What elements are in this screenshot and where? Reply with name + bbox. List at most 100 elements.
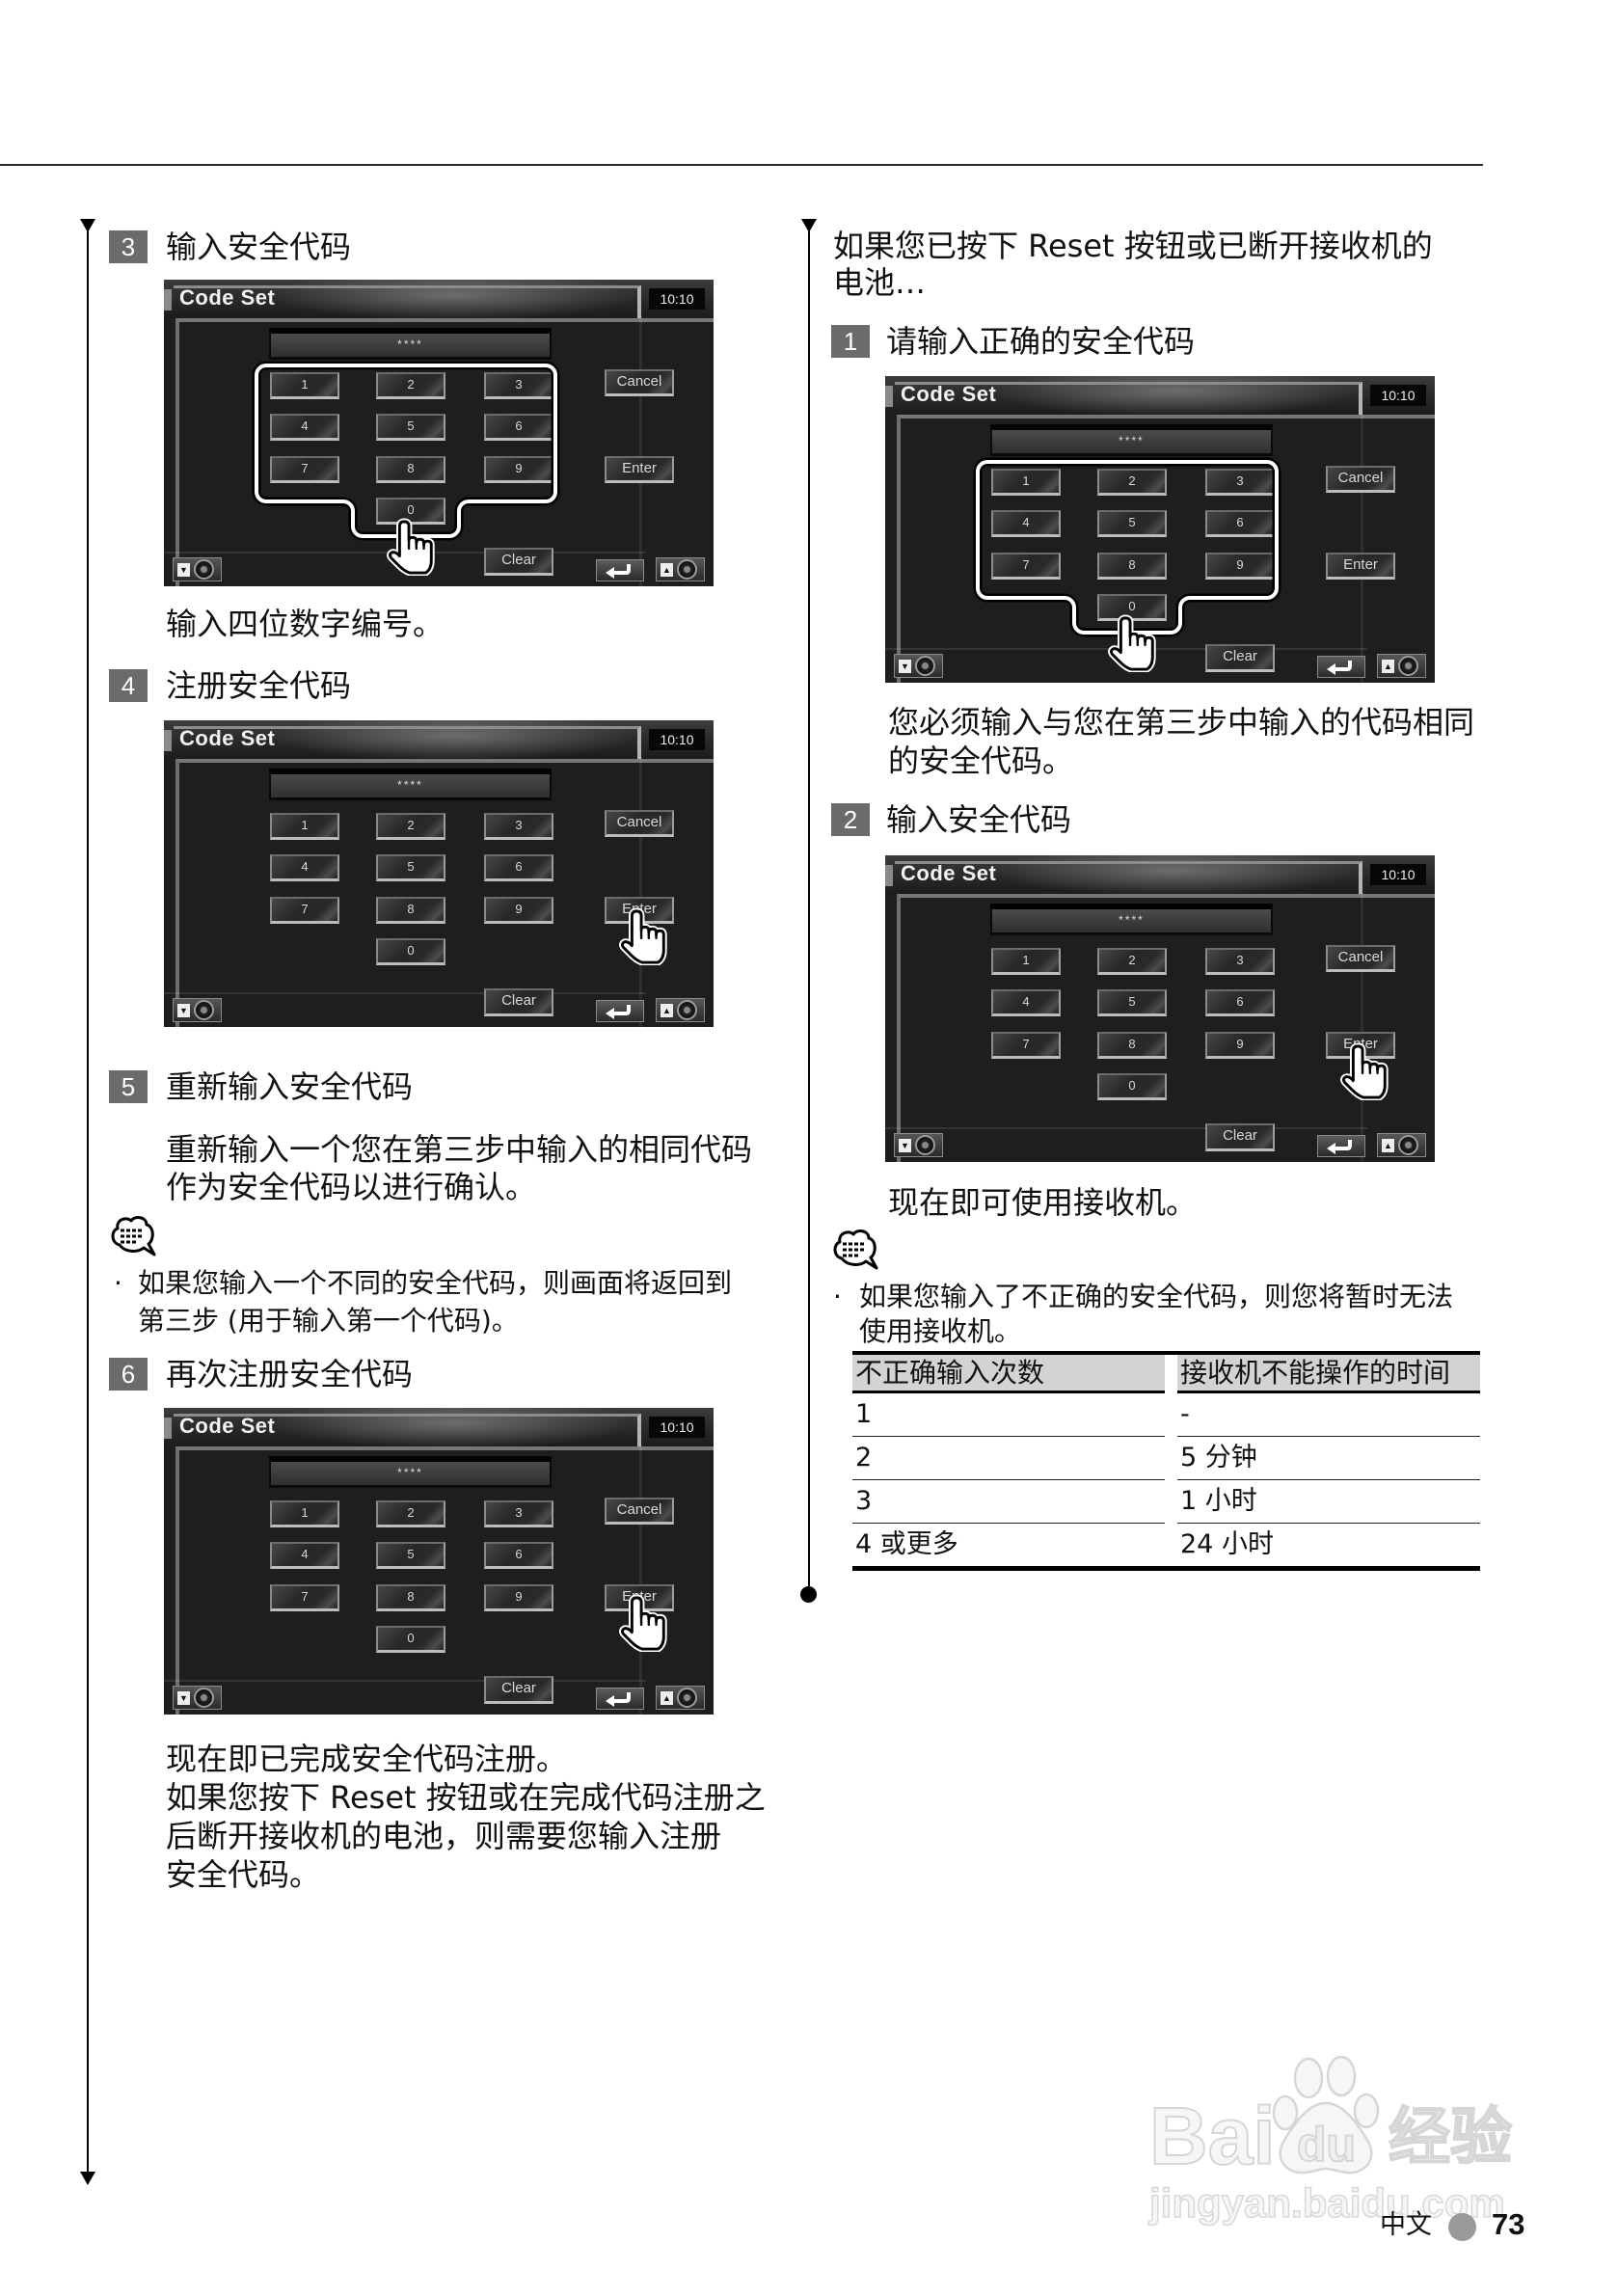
key-1[interactable]: 1 bbox=[991, 948, 1061, 975]
screen-title: Code Set bbox=[179, 726, 276, 750]
key-6[interactable]: 6 bbox=[484, 414, 553, 441]
key-8[interactable]: 8 bbox=[376, 897, 445, 924]
enter-button[interactable]: Enter bbox=[1326, 1032, 1395, 1059]
key-2[interactable]: 2 bbox=[1097, 469, 1167, 496]
key-8[interactable]: 8 bbox=[1097, 553, 1167, 580]
key-7[interactable]: 7 bbox=[270, 456, 339, 483]
key-0[interactable]: 0 bbox=[376, 498, 445, 525]
inner-frame bbox=[175, 318, 714, 586]
key-7[interactable]: 7 bbox=[270, 897, 339, 924]
enter-button[interactable]: Enter bbox=[1326, 553, 1395, 580]
key-0[interactable]: 0 bbox=[376, 938, 445, 965]
key-6[interactable]: 6 bbox=[484, 854, 553, 881]
volume-down-button[interactable]: ▼ bbox=[173, 998, 222, 1022]
key-4[interactable]: 4 bbox=[270, 1542, 339, 1569]
key-5[interactable]: 5 bbox=[1097, 989, 1167, 1016]
clear-button[interactable]: Clear bbox=[484, 988, 553, 1016]
return-button[interactable] bbox=[596, 1000, 644, 1022]
key-2[interactable]: 2 bbox=[1097, 948, 1167, 975]
enter-button[interactable]: Enter bbox=[605, 456, 674, 483]
key-6[interactable]: 6 bbox=[484, 1542, 553, 1569]
enter-button[interactable]: Enter bbox=[605, 897, 674, 924]
return-button[interactable] bbox=[596, 559, 644, 581]
enter-button[interactable]: Enter bbox=[605, 1584, 674, 1611]
volume-down-button[interactable]: ▼ bbox=[173, 1686, 222, 1710]
clear-button[interactable]: Clear bbox=[1205, 644, 1275, 672]
table-cell: 24 小时 bbox=[1180, 1529, 1274, 1559]
key-3[interactable]: 3 bbox=[1205, 948, 1275, 975]
key-9[interactable]: 9 bbox=[484, 897, 553, 924]
speaker-icon bbox=[194, 559, 214, 580]
volume-up-button[interactable]: ▲ bbox=[1377, 654, 1426, 678]
step-description-line: 后断开接收机的电池，则需要您输入注册 bbox=[166, 1818, 722, 1854]
key-9[interactable]: 9 bbox=[484, 1584, 553, 1611]
clock: 10:10 bbox=[1370, 385, 1426, 406]
return-button[interactable] bbox=[596, 1688, 644, 1710]
key-2[interactable]: 2 bbox=[376, 372, 445, 399]
key-5[interactable]: 5 bbox=[1097, 510, 1167, 537]
key-3[interactable]: 3 bbox=[484, 1500, 553, 1527]
key-9[interactable]: 9 bbox=[1205, 1032, 1275, 1059]
triangle-up-icon: ▲ bbox=[661, 563, 673, 577]
return-button[interactable] bbox=[1317, 656, 1365, 678]
key-3[interactable]: 3 bbox=[1205, 469, 1275, 496]
key-1[interactable]: 1 bbox=[270, 1500, 339, 1527]
key-7[interactable]: 7 bbox=[991, 1032, 1061, 1059]
volume-down-button[interactable]: ▼ bbox=[894, 654, 943, 678]
volume-down-button[interactable]: ▼ bbox=[173, 557, 222, 581]
key-0[interactable]: 0 bbox=[376, 1626, 445, 1653]
key-8[interactable]: 8 bbox=[1097, 1032, 1167, 1059]
key-8[interactable]: 8 bbox=[376, 1584, 445, 1611]
triangle-up-icon: ▲ bbox=[661, 1004, 673, 1017]
key-1[interactable]: 1 bbox=[270, 813, 339, 840]
key-4[interactable]: 4 bbox=[991, 510, 1061, 537]
step-description-line: 安全代码。 bbox=[166, 1856, 321, 1893]
title-tab-marker bbox=[885, 386, 893, 407]
key-3[interactable]: 3 bbox=[484, 813, 553, 840]
key-1[interactable]: 1 bbox=[991, 469, 1061, 496]
key-4[interactable]: 4 bbox=[270, 854, 339, 881]
key-4[interactable]: 4 bbox=[991, 989, 1061, 1016]
key-6[interactable]: 6 bbox=[1205, 989, 1275, 1016]
volume-up-button[interactable]: ▲ bbox=[1377, 1133, 1426, 1157]
step-description-line: 现在即可使用接收机。 bbox=[888, 1184, 1198, 1221]
clear-button[interactable]: Clear bbox=[1205, 1123, 1275, 1151]
cancel-button[interactable]: Cancel bbox=[605, 1498, 674, 1525]
title-frame bbox=[174, 726, 641, 760]
key-9[interactable]: 9 bbox=[1205, 553, 1275, 580]
volume-down-button[interactable]: ▼ bbox=[894, 1133, 943, 1157]
volume-up-button[interactable]: ▲ bbox=[656, 1686, 705, 1710]
key-9[interactable]: 9 bbox=[484, 456, 553, 483]
key-5[interactable]: 5 bbox=[376, 414, 445, 441]
cancel-button[interactable]: Cancel bbox=[1326, 466, 1395, 493]
key-6[interactable]: 6 bbox=[1205, 510, 1275, 537]
clear-button[interactable]: Clear bbox=[484, 548, 553, 576]
key-0[interactable]: 0 bbox=[1097, 1073, 1167, 1100]
volume-up-button[interactable]: ▲ bbox=[656, 557, 705, 581]
clear-button[interactable]: Clear bbox=[484, 1676, 553, 1704]
key-5[interactable]: 5 bbox=[376, 1542, 445, 1569]
table-bottom-rule bbox=[852, 1566, 1480, 1571]
key-4[interactable]: 4 bbox=[270, 414, 339, 441]
step-title: 请输入正确的安全代码 bbox=[886, 323, 1196, 360]
key-7[interactable]: 7 bbox=[270, 1584, 339, 1611]
cancel-button[interactable]: Cancel bbox=[605, 810, 674, 837]
cancel-button[interactable]: Cancel bbox=[1326, 945, 1395, 972]
inner-frame bbox=[175, 759, 714, 1027]
key-2[interactable]: 2 bbox=[376, 1500, 445, 1527]
return-arrow-icon bbox=[597, 560, 643, 581]
cancel-button[interactable]: Cancel bbox=[605, 369, 674, 396]
key-5[interactable]: 5 bbox=[376, 854, 445, 881]
table-cell: 3 bbox=[852, 1480, 1165, 1524]
key-0[interactable]: 0 bbox=[1097, 594, 1167, 621]
volume-up-button[interactable]: ▲ bbox=[656, 998, 705, 1022]
key-3[interactable]: 3 bbox=[484, 372, 553, 399]
key-7[interactable]: 7 bbox=[991, 553, 1061, 580]
key-8[interactable]: 8 bbox=[376, 456, 445, 483]
screen-title: Code Set bbox=[179, 1414, 276, 1438]
column-header-attempts: 不正确输入次数 bbox=[852, 1355, 1165, 1393]
key-2[interactable]: 2 bbox=[376, 813, 445, 840]
return-button[interactable] bbox=[1317, 1135, 1365, 1157]
triangle-up-icon: ▲ bbox=[661, 1691, 673, 1705]
key-1[interactable]: 1 bbox=[270, 372, 339, 399]
